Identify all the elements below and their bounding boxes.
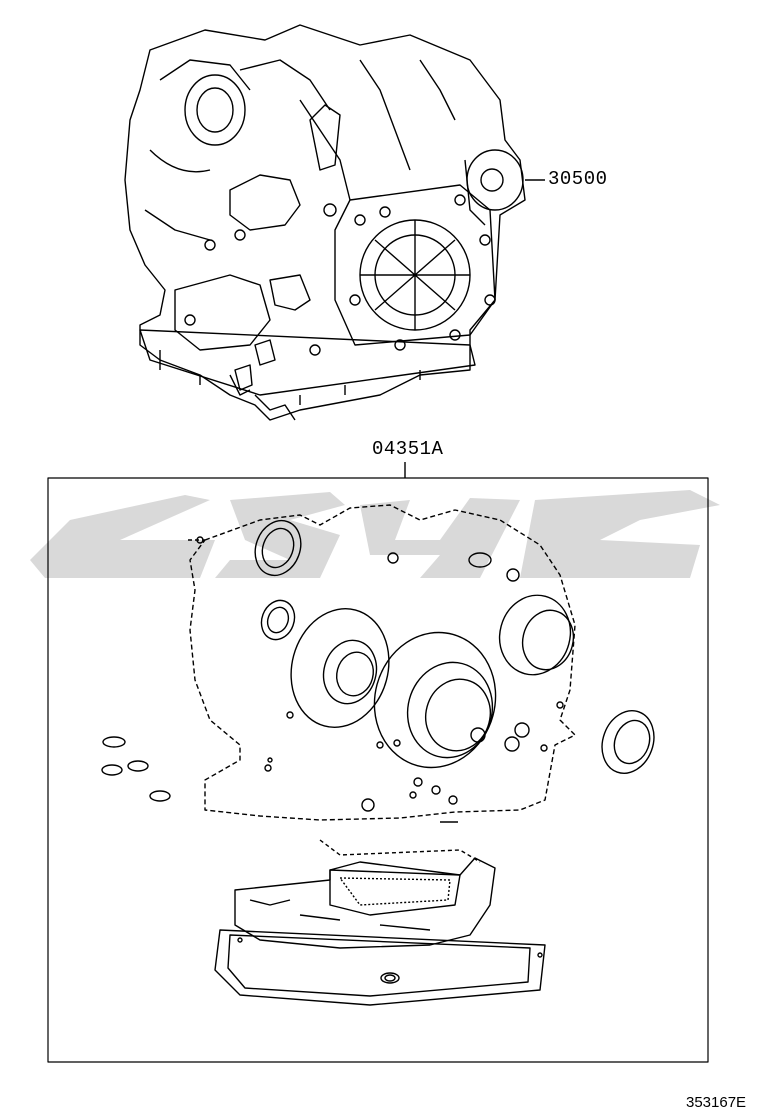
oil-seal-upper-left [254,519,302,577]
oil-seal-left [260,599,296,641]
gasket-kit-frame [47,477,709,1063]
clutch-drum-gasket [373,631,497,769]
case-gasket [189,504,576,821]
valve-body-and-oil-pan [214,839,546,1006]
part-label-gasket-kit[interactable]: 04351A [372,438,444,460]
watermark-logo [30,490,720,578]
transaxle-assembly [124,24,526,421]
oil-seal-right [601,710,655,774]
oil-pump-cover [290,608,390,728]
bearing-right [498,594,575,676]
o-rings [101,552,564,823]
locating-pin [196,536,204,544]
part-label-transaxle[interactable]: 30500 [548,168,608,190]
diagram-code: 353167E [686,1094,747,1111]
